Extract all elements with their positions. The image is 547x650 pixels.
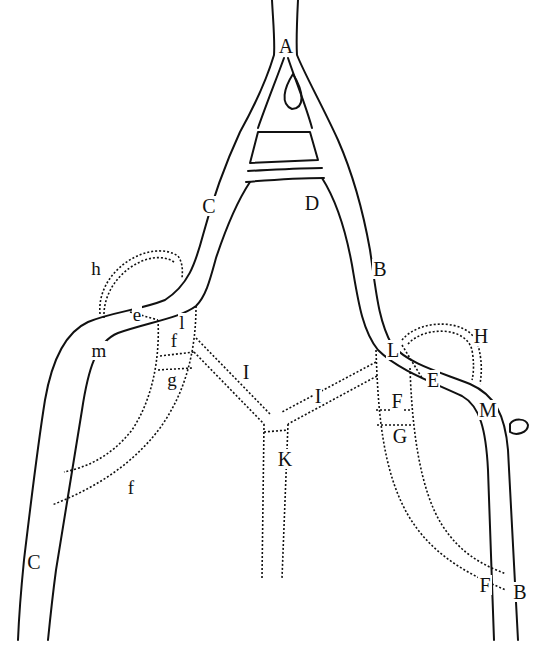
part-letter: h	[90, 259, 102, 278]
part-letter: E	[426, 370, 440, 390]
part-letter: l	[178, 313, 185, 332]
part-letter: m	[91, 341, 108, 360]
part-letter: B	[372, 259, 387, 279]
part-letter: e	[132, 305, 142, 324]
part-letter: B	[512, 582, 527, 602]
part-letter: H	[473, 326, 489, 346]
part-letter: K	[277, 449, 293, 469]
part-letter: G	[392, 426, 408, 446]
part-letter: I	[314, 386, 323, 406]
part-letter: C	[26, 552, 41, 572]
part-letter: L	[386, 340, 400, 360]
part-letter: D	[304, 193, 320, 213]
part-letter: F	[478, 575, 491, 595]
part-letter: A	[278, 36, 294, 56]
part-letter: F	[390, 391, 403, 411]
part-letter: I	[242, 362, 251, 382]
part-letter: f	[127, 478, 135, 497]
part-letter: g	[166, 370, 178, 389]
part-letter: M	[478, 400, 498, 420]
part-letter: C	[201, 196, 216, 216]
part-letter: f	[170, 331, 178, 350]
